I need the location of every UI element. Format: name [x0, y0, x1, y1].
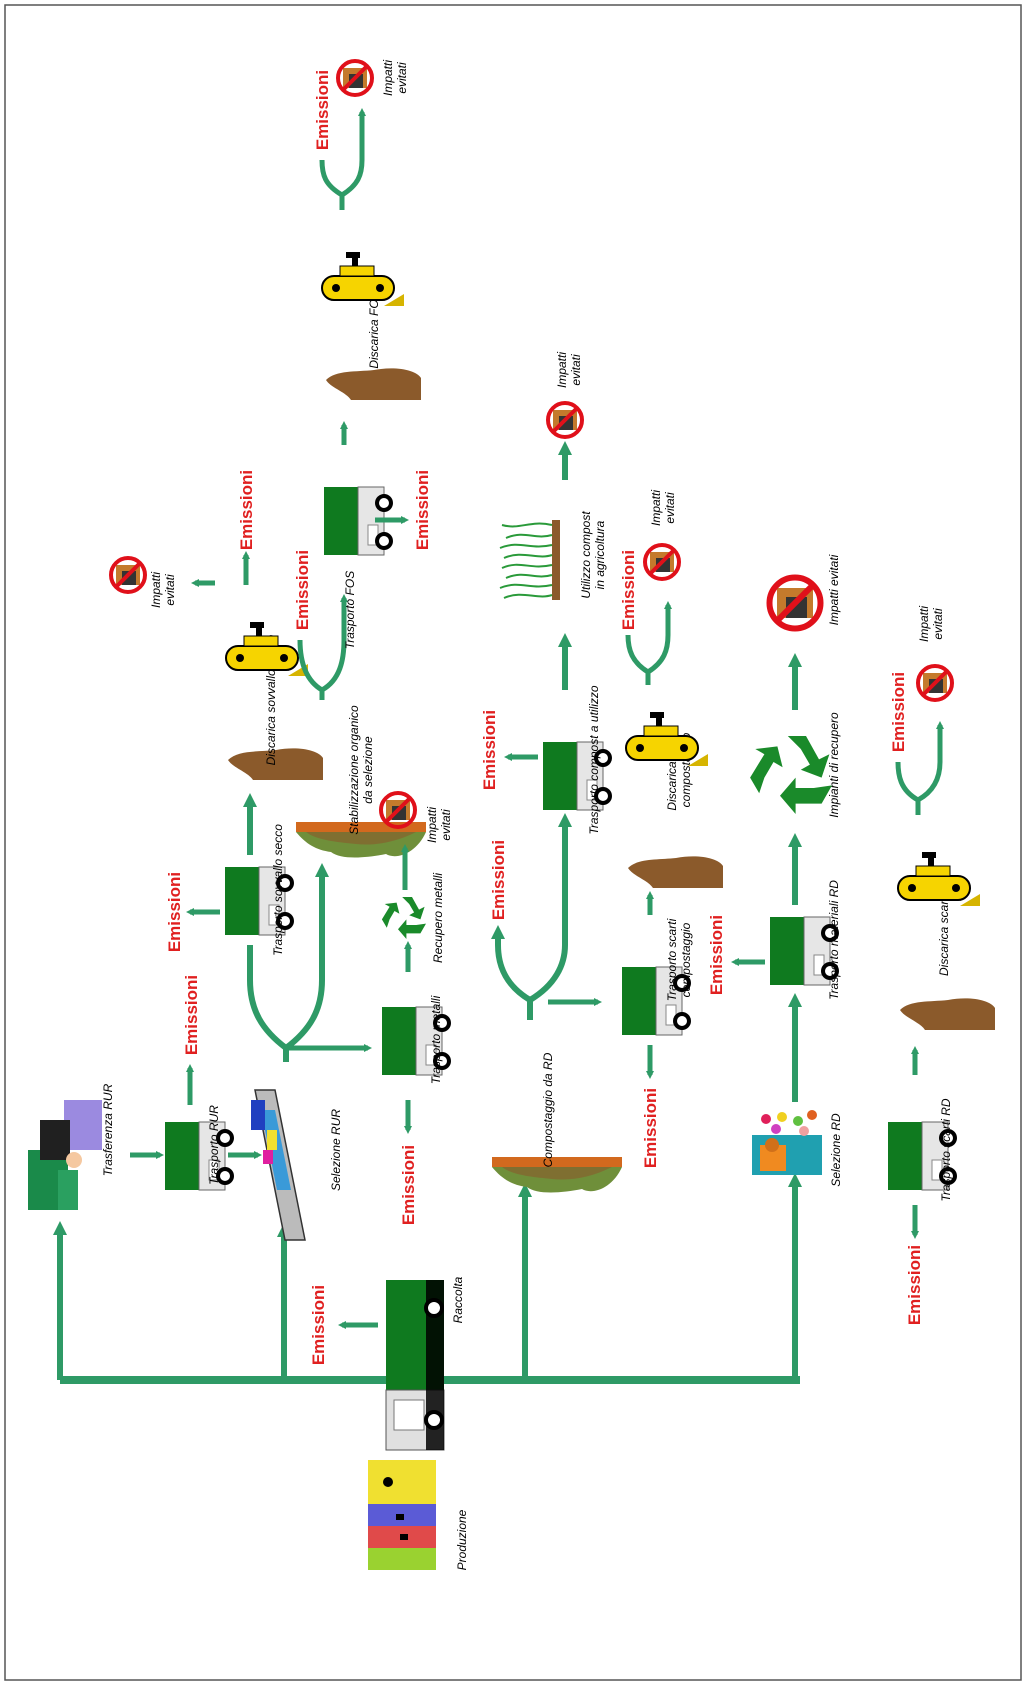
discarica-scarti-comp-emission: Emissioni	[619, 550, 638, 630]
discarica-scarti-rd-emission: Emissioni	[889, 672, 908, 752]
scarti-rd-avoided-l2: evitati	[931, 608, 945, 640]
impianti-avoided-label: Impatti evitati	[827, 554, 841, 625]
utilizzo-compost-grass-icon	[499, 520, 560, 600]
discarica-fos-label: Discarica FOS	[367, 291, 381, 368]
sovvallo-avoided-icon	[109, 556, 147, 594]
discarica-scarti-rd-dozer-icon	[897, 851, 981, 907]
metalli-avoided-icon	[379, 791, 417, 829]
trasporto-scarti-comp-emission: Emissioni	[641, 1088, 660, 1168]
utilizzo-avoided-l2: evitati	[569, 354, 583, 386]
trasporto-metalli-label: Trasporto metalli	[429, 995, 443, 1084]
impianti-recupero-label: Impianti di recupero	[827, 712, 841, 818]
utilizzo-avoided-l1: Impatti	[555, 352, 569, 388]
utilizzo-avoided-icon	[546, 401, 584, 439]
scarti-comp-avoided-l1: Impatti	[649, 490, 663, 526]
trasporto-rur-truck-icon	[163, 1120, 234, 1192]
trasporto-rur-emission: Emissioni	[182, 975, 201, 1055]
discarica-scarti-comp-heap-icon	[628, 856, 723, 888]
trasporto-compost-emission: Emissioni	[480, 710, 499, 790]
fos-fork	[297, 594, 348, 700]
scarti-comp-avoided-icon	[643, 543, 681, 581]
metalli-avoided-l1: Impatti	[425, 807, 439, 843]
trasporto-compost-label: Trasporto compost a utilizzo	[587, 685, 601, 834]
scarti-comp-fork	[625, 601, 672, 685]
impianti-avoided-icon	[770, 578, 821, 629]
compostaggio-rd-label: Compostaggio da RD	[541, 1052, 555, 1167]
trasporto-scarti-rd-label: Trasporto scarti RD	[939, 1098, 953, 1201]
trasporto-sovvallo-label: Trasporto sovvallo secco	[271, 824, 285, 956]
selezione-rd-icon	[752, 1105, 822, 1175]
selezione-rd-label: Selezione RD	[829, 1113, 843, 1187]
trasporto-fos-emission: Emissioni	[413, 470, 432, 550]
raccolta-truck-icon	[385, 1280, 445, 1451]
fos-avoided-l2: evitati	[395, 62, 409, 94]
impianti-recupero-recycle-icon	[750, 736, 832, 814]
discarica-fos-heap-icon	[326, 368, 421, 400]
utilizzo-label-1: Utilizzo compost	[579, 511, 593, 599]
trasporto-scarti-comp-label-2: compostaggio	[679, 922, 693, 997]
trasporto-scarti-rd-emission: Emissioni	[905, 1245, 924, 1325]
discarica-scarti-rd-heap-icon	[900, 998, 995, 1030]
scarti-rd-avoided-icon	[916, 664, 954, 702]
stabilizzazione-label-1: Stabilizzazione organico	[347, 705, 361, 835]
sovvallo-avoided-l1: Impatti	[149, 572, 163, 608]
scarti-rd-avoided-l1: Impatti	[917, 606, 931, 642]
utilizzo-label-2: in agricoltura	[593, 520, 607, 589]
selezione-rur-icon	[251, 1089, 306, 1241]
raccolta-emission: Emissioni	[309, 1285, 328, 1365]
raccolta-label: Raccolta	[451, 1276, 465, 1323]
produzione-label: Produzione	[455, 1509, 469, 1570]
scarti-comp-avoided-l2: evitati	[663, 492, 677, 524]
compostaggio-fork	[491, 813, 602, 1020]
recupero-metalli-recycle-icon	[381, 897, 426, 939]
recupero-metalli-label: Recupero metalli	[431, 873, 445, 963]
trasporto-rur-label: Trasporto RUR	[207, 1105, 221, 1185]
discarica-fos-dozer-icon	[321, 251, 405, 307]
discarica-sovvallo-emission: Emissioni	[237, 470, 256, 550]
selezione-rur-label: Selezione RUR	[329, 1109, 343, 1191]
trasporto-metalli-emission: Emissioni	[399, 1145, 418, 1225]
compostaggio-emission: Emissioni	[489, 840, 508, 920]
discarica-fos-emission: Emissioni	[313, 70, 332, 150]
page-border	[4, 4, 1022, 1681]
fos-avoided-icon	[336, 59, 374, 97]
selezione-rur-fork	[247, 863, 372, 1062]
discarica-fos-fork	[319, 108, 366, 210]
fos-avoided-l1: Impatti	[381, 60, 395, 96]
trasporto-scarti-comp-label-1: Trasporto scarti	[665, 918, 679, 1001]
metalli-avoided-l2: evitati	[439, 809, 453, 841]
trasporto-materiali-rd-label: Trasporto materiali RD	[827, 880, 841, 1000]
discarica-scarti-comp-dozer-icon	[625, 711, 709, 767]
scarti-rd-fork	[895, 721, 944, 815]
produzione-icon	[368, 1460, 436, 1570]
trasporto-fos-label: Trasporto FOS	[343, 571, 357, 649]
trasferenza-rur-label: Trasferenza RUR	[101, 1083, 115, 1176]
stabilizzazione-label-2: da selezione	[361, 736, 375, 804]
trasporto-materiali-rd-emission: Emissioni	[707, 915, 726, 995]
compostaggio-rd-icon	[492, 1157, 622, 1193]
trasporto-sovvallo-emission: Emissioni	[165, 872, 184, 952]
trasporto-fos-split-emission: Emissioni	[293, 550, 312, 630]
sovvallo-avoided-l2: evitati	[163, 574, 177, 606]
trasferenza-rur-icon	[28, 1100, 102, 1210]
